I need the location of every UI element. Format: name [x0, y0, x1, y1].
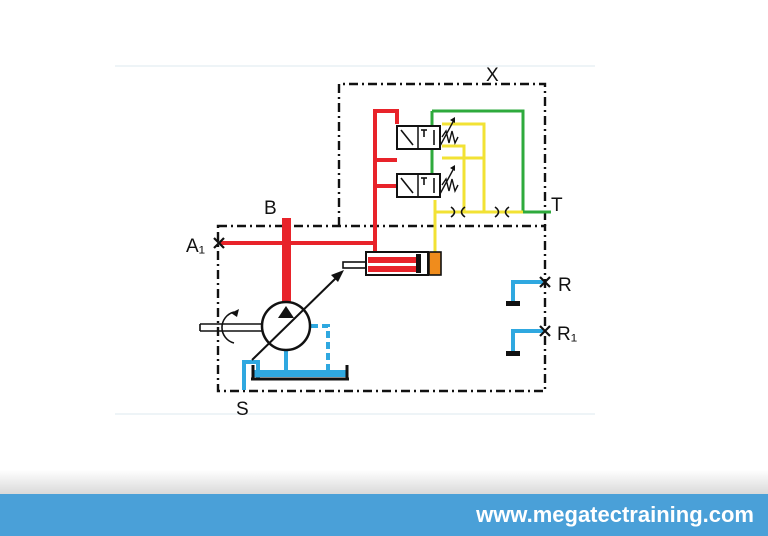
pressure-port-b-line [282, 218, 291, 310]
reservoir-tank [251, 365, 349, 381]
orifice-pair [450, 206, 510, 218]
footer-shadow [0, 470, 768, 494]
test-point-r1-icon [539, 325, 551, 337]
label-r: R [558, 275, 572, 296]
label-x: X [486, 65, 499, 86]
website-url-link[interactable]: www.megatectraining.com [476, 502, 754, 527]
case-drain-line [300, 324, 330, 372]
pilot-line-mid [442, 144, 466, 212]
rotation-arrow [221, 311, 235, 344]
tank-symbol-r [506, 301, 520, 306]
label-b: B [264, 198, 277, 219]
footer-bar: www.megatectraining.com [0, 494, 768, 536]
tank-symbol-r1 [506, 351, 520, 356]
pressure-line-main [373, 109, 399, 252]
label-s: S [236, 399, 249, 420]
return-line-r1 [511, 329, 543, 352]
label-r1: R₁ [557, 324, 577, 345]
hydraulic-circuit-diagram: X B T A₁ R R₁ S [115, 65, 595, 420]
control-unit-boundary-x [337, 82, 547, 226]
test-point-r-icon [539, 276, 551, 288]
pump-unit-boundary [216, 224, 547, 393]
swashplate-control-cylinder [342, 251, 442, 276]
variable-displacement-pump [199, 270, 344, 361]
pressure-control-valve-1 [396, 117, 459, 150]
return-line-r [511, 280, 543, 302]
orifice-right [494, 206, 510, 218]
drain-line-to-tank [432, 109, 551, 214]
label-t: T [551, 195, 563, 216]
pressure-control-valve-2 [396, 165, 459, 198]
pilot-line-upper [442, 122, 486, 212]
cylinder-cap [428, 251, 442, 276]
label-a1: A₁ [186, 236, 205, 257]
test-point-a1-icon [213, 237, 225, 249]
orifice-left [450, 206, 466, 218]
